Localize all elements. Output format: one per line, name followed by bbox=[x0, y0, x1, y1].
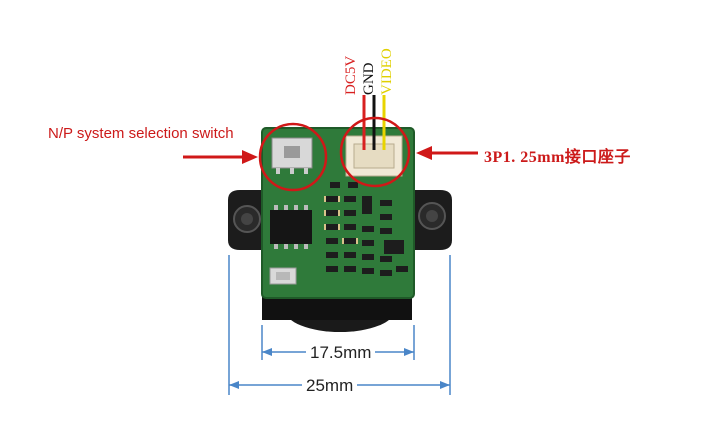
switch-highlight-circle bbox=[258, 122, 328, 192]
connector-highlight-circle bbox=[339, 116, 411, 188]
wire-label-video: VIDEO bbox=[379, 48, 395, 95]
right-arrow bbox=[416, 146, 478, 160]
wire-label-gnd: GND bbox=[361, 62, 377, 96]
solder-pads bbox=[324, 196, 358, 244]
wire-label-dc5v: DC5V bbox=[343, 55, 359, 95]
dimension-inner-label: 17.5mm bbox=[306, 343, 376, 363]
smd-components bbox=[326, 182, 408, 276]
np-switch-label: N/P system selection switch bbox=[48, 125, 234, 142]
left-arrow bbox=[183, 150, 258, 164]
np-slide-switch bbox=[271, 137, 313, 174]
crystal-oscillator bbox=[269, 267, 297, 285]
dimension-outer-label: 25mm bbox=[302, 376, 358, 396]
connector-label: 3P1. 25mm接口座子 bbox=[484, 149, 631, 166]
ic-chip bbox=[270, 205, 312, 249]
wires bbox=[362, 95, 386, 150]
